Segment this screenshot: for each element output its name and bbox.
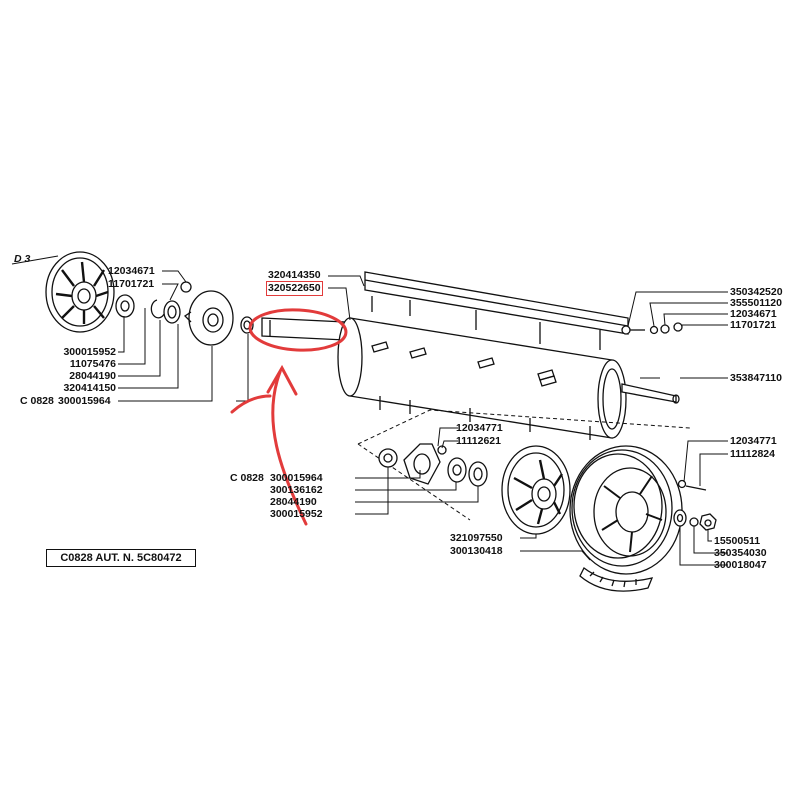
highlight-arrow-tail bbox=[230, 394, 272, 414]
part-number-mid-m6: 300015952 bbox=[270, 508, 323, 520]
lower-dashed-plane bbox=[357, 409, 691, 521]
part-number-lr-b2: 300130418 bbox=[450, 545, 503, 557]
lower-washer bbox=[468, 461, 488, 487]
left-circlip bbox=[150, 299, 166, 319]
left-housing-flange bbox=[183, 290, 234, 346]
part-number-left-p3: 28044190 bbox=[69, 370, 116, 382]
part-number-lr-a2: 11112824 bbox=[730, 448, 775, 460]
part-number-mid-m2: 11112621 bbox=[456, 435, 501, 447]
page-marker: D 3 bbox=[14, 253, 31, 265]
part-number-left-top-a: 12034671 bbox=[108, 265, 155, 277]
upper-bar-plate bbox=[364, 271, 629, 335]
part-number-left-top-b: 11701721 bbox=[108, 278, 155, 290]
part-number-mid-m4: 300136162 bbox=[270, 484, 323, 496]
part-number-lr-a5: 300018047 bbox=[714, 559, 767, 571]
right-bolt-washers bbox=[673, 479, 717, 531]
lower-bearing-small bbox=[378, 448, 398, 468]
part-number-right-r4: 11701721 bbox=[730, 319, 777, 331]
highlight-marks bbox=[230, 308, 348, 526]
part-number-left-p5: 300015964 bbox=[58, 395, 111, 407]
left-flange-hub bbox=[45, 251, 115, 333]
part-number-left-p2: 11075476 bbox=[69, 358, 116, 370]
part-number-left-p4: 320414150 bbox=[63, 382, 116, 394]
part-number-right-r3: 12034671 bbox=[730, 308, 777, 320]
part-number-lr-a4: 350354030 bbox=[714, 547, 767, 559]
highlight-arrow-curve bbox=[271, 370, 308, 526]
leader-lines bbox=[11, 255, 728, 566]
small-ring-top bbox=[180, 281, 192, 293]
left-bearing bbox=[115, 294, 135, 318]
part-number-lr-b1: 321097550 bbox=[450, 532, 503, 544]
drum-shaft-right bbox=[621, 383, 680, 404]
lower-bearing bbox=[447, 457, 467, 483]
spoked-pulley bbox=[501, 445, 571, 535]
part-prefix-mid-m3: C 0828 bbox=[230, 472, 264, 484]
part-number-mid-m3: 300015964 bbox=[270, 472, 323, 484]
part-number-right-r5: 353847110 bbox=[730, 372, 782, 384]
authorization-box: C0828 AUT. N. 5C80472 bbox=[46, 549, 196, 567]
part-number-mid-m1: 12034771 bbox=[456, 422, 503, 434]
highlight-arrow-head bbox=[266, 364, 298, 396]
part-number-right-r2: 355501120 bbox=[730, 297, 782, 309]
part-prefix-left-p5: C 0828 bbox=[20, 395, 54, 407]
left-sleeve bbox=[163, 300, 181, 324]
part-number-bar: 320414350 bbox=[268, 269, 321, 281]
bolt-right-top bbox=[621, 322, 683, 335]
drum-shaft-left bbox=[261, 317, 346, 341]
part-number-lr-a3: 15500511 bbox=[714, 535, 761, 547]
part-number-mid-m5: 28044190 bbox=[270, 496, 317, 508]
part-number-left-p1: 300015952 bbox=[63, 346, 116, 358]
part-number-shaft-highlighted: 320522650 bbox=[266, 281, 323, 296]
lower-circlip bbox=[437, 445, 447, 455]
part-number-right-r1: 350342520 bbox=[730, 286, 783, 298]
highlight-circle bbox=[248, 308, 348, 352]
large-pulley bbox=[569, 445, 683, 575]
drive-belt-segment bbox=[579, 567, 654, 592]
part-number-lr-a1: 12034771 bbox=[730, 435, 777, 447]
